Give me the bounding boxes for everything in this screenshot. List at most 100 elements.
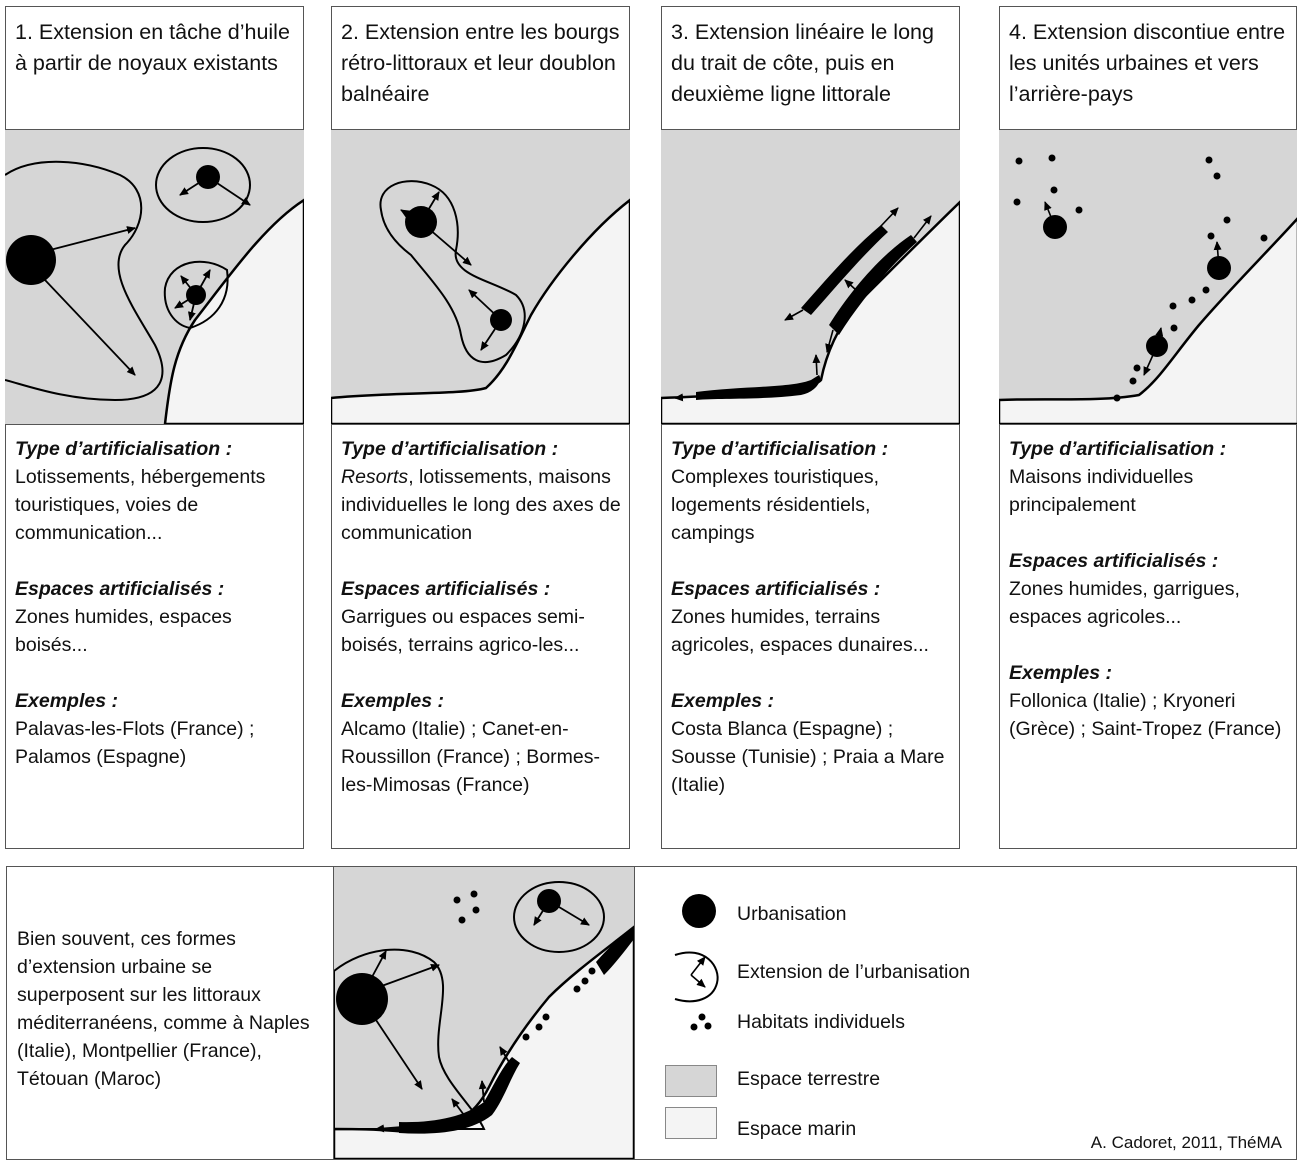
panel-2: 2. Extension entre les bourgs rétro-litt…	[331, 6, 630, 849]
extension-arrow	[1044, 201, 1056, 228]
summary-text: Bien souvent, ces formes d’extension urb…	[17, 928, 310, 1090]
exemples-label: Exemples :	[15, 690, 118, 712]
legend-extension-label: Extension de l’urbanisation	[737, 961, 971, 983]
extension-arrow	[195, 269, 211, 296]
type-text: , lotissements, maisons individuelles le…	[341, 466, 621, 544]
panel-2-text: Type d’artificialisation : Resorts, lotis…	[341, 435, 625, 827]
extension-arrow	[400, 209, 422, 223]
extension-arrow	[207, 176, 251, 206]
panel-1-title: 1. Extension en tâche d’huile à partir d…	[15, 20, 290, 75]
extension-arrow	[179, 176, 209, 196]
extension-arrow	[825, 329, 834, 353]
espaces-label: Espaces artificialisés :	[671, 578, 881, 600]
panel-3-text: Type d’artificialisation :Complexes tour…	[671, 435, 955, 827]
espaces-label: Espaces artificialisés :	[15, 578, 225, 600]
espaces-label: Espaces artificialisés :	[1009, 550, 1219, 572]
extension-arrow	[480, 319, 502, 351]
legend-terrestre-label: Espace terrestre	[737, 1068, 881, 1090]
extension-arrow	[375, 1124, 403, 1133]
extension-arrow	[420, 191, 440, 223]
panel-1-text: Type d’artificialisation : Lotissements, …	[15, 435, 299, 799]
exemples-text: Follonica (Italie) ; Kryoneri (Grèce) ; …	[1009, 690, 1282, 740]
panel-4-map	[999, 129, 1297, 425]
extension-arrow	[451, 1098, 465, 1116]
extension-contour	[513, 881, 605, 953]
espaces-text: Zones humides, espaces boisés...	[15, 606, 232, 656]
panel-2-title: 2. Extension entre les bourgs rétro-litt…	[341, 20, 620, 106]
legend-sea-swatch	[665, 1107, 717, 1139]
type-label: Type d’artificialisation :	[671, 438, 889, 460]
exemples-label: Exemples :	[1009, 662, 1112, 684]
panel-1: 1. Extension en tâche d’huile à partir d…	[5, 6, 304, 849]
extension-arrow	[690, 956, 706, 976]
credit: A. Cadoret, 2011, ThéMA	[1090, 1133, 1282, 1152]
panel-4-text: Type d’artificialisation : Maisons indivi…	[1009, 435, 1292, 771]
legend-urbanisation-label: Urbanisation	[737, 903, 847, 925]
habitat-dots	[453, 890, 596, 1041]
combined-map	[333, 867, 635, 1159]
espaces-text: Zones humides, garrigues, espaces agrico…	[1009, 578, 1240, 628]
extension-arrow	[420, 221, 472, 266]
extension-arrow	[174, 294, 197, 309]
panel-2-map	[331, 129, 630, 425]
panel-3: 3. Extension linéaire le long du trait d…	[661, 6, 960, 849]
sea-area	[331, 198, 630, 424]
panel-3-title: 3. Extension linéaire le long du trait d…	[671, 20, 934, 106]
urbanisation-dot	[336, 973, 388, 1025]
extension-arrow	[1143, 345, 1158, 376]
extension-arrow	[844, 279, 857, 291]
type-label: Type d’artificialisation :	[1009, 438, 1227, 460]
legend-marin-label: Espace marin	[737, 1118, 857, 1140]
type-em: Resorts	[341, 466, 409, 488]
extension-arrow	[674, 393, 702, 402]
summary-section: Bien souvent, ces formes d’extension urb…	[6, 866, 1297, 1160]
panel-1-map	[5, 129, 304, 425]
extension-arrow	[180, 275, 197, 296]
espaces-text: Zones humides, terrains agricoles, espac…	[671, 606, 929, 656]
legend-land-swatch	[665, 1065, 717, 1097]
linear-extension	[801, 225, 888, 315]
habitat-dots	[1013, 154, 1268, 402]
extension-arrow	[1155, 327, 1164, 347]
extension-arrow	[880, 207, 899, 227]
panel-4: 4. Extension discontiue entre les unités…	[999, 6, 1297, 849]
extension-arrow	[533, 900, 550, 926]
sea-area	[999, 217, 1297, 424]
extension-arrow	[784, 309, 804, 321]
type-label: Type d’artificialisation :	[341, 438, 559, 460]
panel-3-map	[661, 129, 960, 425]
exemples-text: Alcamo (Italie) ; Canet-en-Roussillon (F…	[341, 718, 600, 796]
type-text: Maisons individuelles principalement	[1009, 466, 1194, 516]
extension-arrow	[690, 974, 706, 988]
exemples-text: Palavas-les-Flots (France) ; Palamos (Es…	[15, 718, 255, 768]
type-label: Type d’artificialisation :	[15, 438, 233, 460]
extension-arrow	[378, 963, 440, 988]
exemples-label: Exemples :	[671, 690, 774, 712]
urbanisation-symbol	[682, 894, 716, 928]
legend-symbols	[674, 894, 719, 1031]
extension-contour	[334, 948, 486, 1130]
extension-arrow	[373, 1016, 423, 1090]
exemples-text: Costa Blanca (Espagne) ; Sousse (Tunisie…	[671, 718, 945, 796]
extension-contour	[5, 160, 164, 402]
extension-contour	[379, 180, 526, 364]
extension-arrow	[187, 294, 197, 321]
extension-arrow	[478, 1080, 487, 1103]
extension-arrow	[499, 1046, 510, 1063]
type-text: Lotissements, hébergements touristiques,…	[15, 466, 266, 544]
extension-symbol	[674, 951, 719, 1003]
urbanisation-dot	[6, 235, 56, 285]
extension-contour	[155, 147, 251, 223]
linear-extension	[829, 235, 917, 335]
extension-arrow	[468, 289, 502, 321]
espaces-text: Garrigues ou espaces semi-boisés, terrai…	[341, 606, 585, 656]
extension-arrow	[371, 950, 387, 978]
panel-4-title: 4. Extension discontiue entre les unités…	[1009, 20, 1286, 106]
extension-arrow	[49, 226, 136, 251]
legend-habitats-label: Habitats individuels	[737, 1011, 906, 1033]
exemples-label: Exemples :	[341, 690, 444, 712]
extension-arrow	[913, 215, 932, 239]
linear-extension	[696, 375, 821, 400]
espaces-label: Espaces artificialisés :	[341, 578, 551, 600]
habitats-symbol	[690, 1013, 712, 1031]
